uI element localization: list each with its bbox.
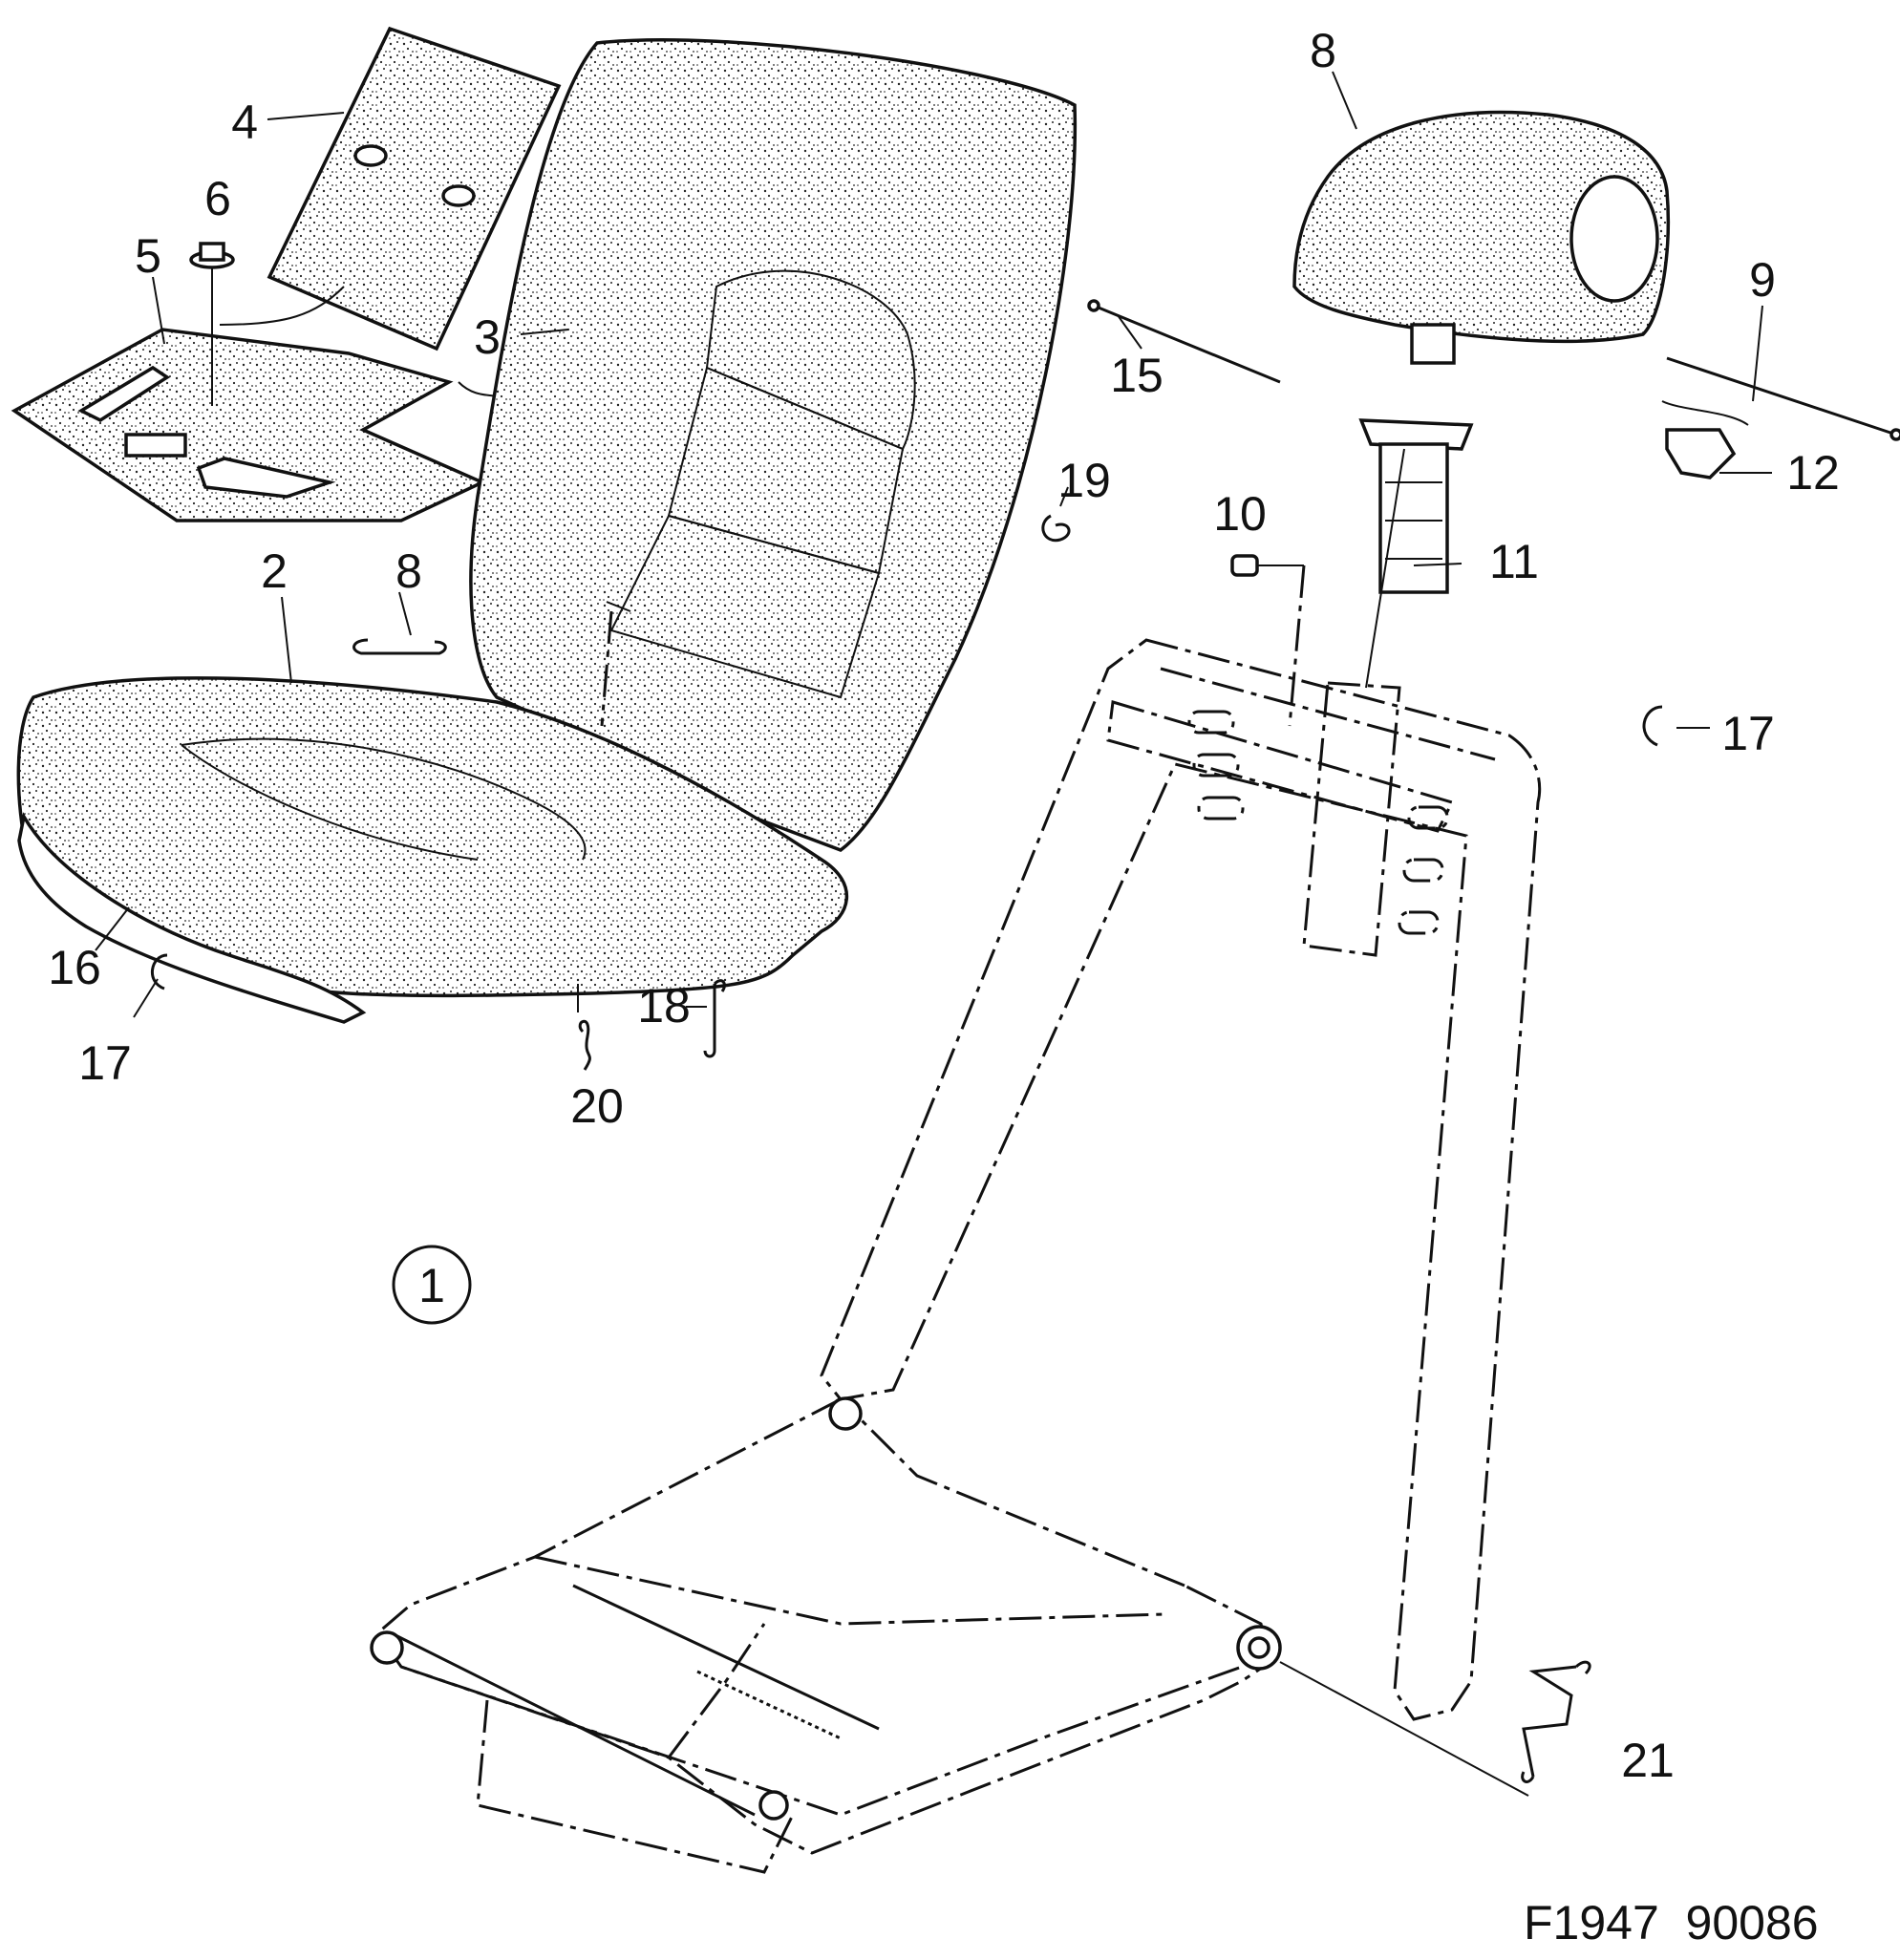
rod-part-15 bbox=[1093, 304, 1281, 384]
backrest-cushion-part-3 bbox=[469, 38, 1078, 852]
callout-17-left: 17 bbox=[78, 1036, 132, 1090]
callout-15: 15 bbox=[1110, 349, 1163, 402]
seat-cushion-part-2 bbox=[16, 676, 849, 1024]
callout-18: 18 bbox=[637, 979, 691, 1033]
callout-9: 9 bbox=[1749, 253, 1776, 307]
callout-6: 6 bbox=[204, 172, 231, 225]
drawing-code: F1947 90086 bbox=[1524, 1896, 1819, 1949]
callout-2: 2 bbox=[261, 544, 288, 598]
clip-part-8 bbox=[352, 638, 447, 655]
spring-part-19 bbox=[1041, 514, 1071, 543]
callout-8-headrest: 8 bbox=[1310, 24, 1336, 77]
callout-10: 10 bbox=[1213, 487, 1267, 541]
seat-frame-part-1 bbox=[370, 638, 1542, 1874]
rod-part-9-end bbox=[1889, 428, 1900, 441]
leader-lines bbox=[95, 71, 1772, 1797]
headrest-part-8 bbox=[1292, 110, 1671, 365]
rod-part-9 bbox=[1666, 356, 1897, 437]
c-clip-part-17-left bbox=[150, 953, 168, 991]
heating-pad-part-4 bbox=[267, 26, 562, 352]
callout-19: 19 bbox=[1057, 454, 1111, 507]
callout-12: 12 bbox=[1786, 446, 1840, 500]
hook-part-18 bbox=[703, 979, 726, 1058]
callout-20: 20 bbox=[570, 1079, 624, 1133]
spring-part-20 bbox=[578, 1019, 591, 1071]
figure-ref-label: 1 bbox=[418, 1259, 445, 1312]
c-clip-part-17-right bbox=[1642, 705, 1663, 747]
callout-21: 21 bbox=[1621, 1734, 1675, 1787]
screw-part-10 bbox=[1230, 554, 1306, 727]
callout-4: 4 bbox=[231, 96, 258, 149]
callout-3: 3 bbox=[474, 310, 501, 364]
headrest-guide-part-11 bbox=[1358, 418, 1474, 594]
connector-part-6 bbox=[189, 242, 235, 406]
clip-part-12 bbox=[1661, 400, 1749, 479]
callout-17-right: 17 bbox=[1721, 707, 1775, 760]
callout-8-clip: 8 bbox=[395, 544, 422, 598]
hook-part-21 bbox=[1521, 1660, 1591, 1783]
callout-5: 5 bbox=[135, 229, 161, 283]
rod-part-15-end bbox=[1087, 299, 1100, 312]
callout-16: 16 bbox=[48, 941, 101, 994]
callout-11: 11 bbox=[1489, 535, 1539, 588]
figure-ref-circle bbox=[392, 1245, 472, 1325]
